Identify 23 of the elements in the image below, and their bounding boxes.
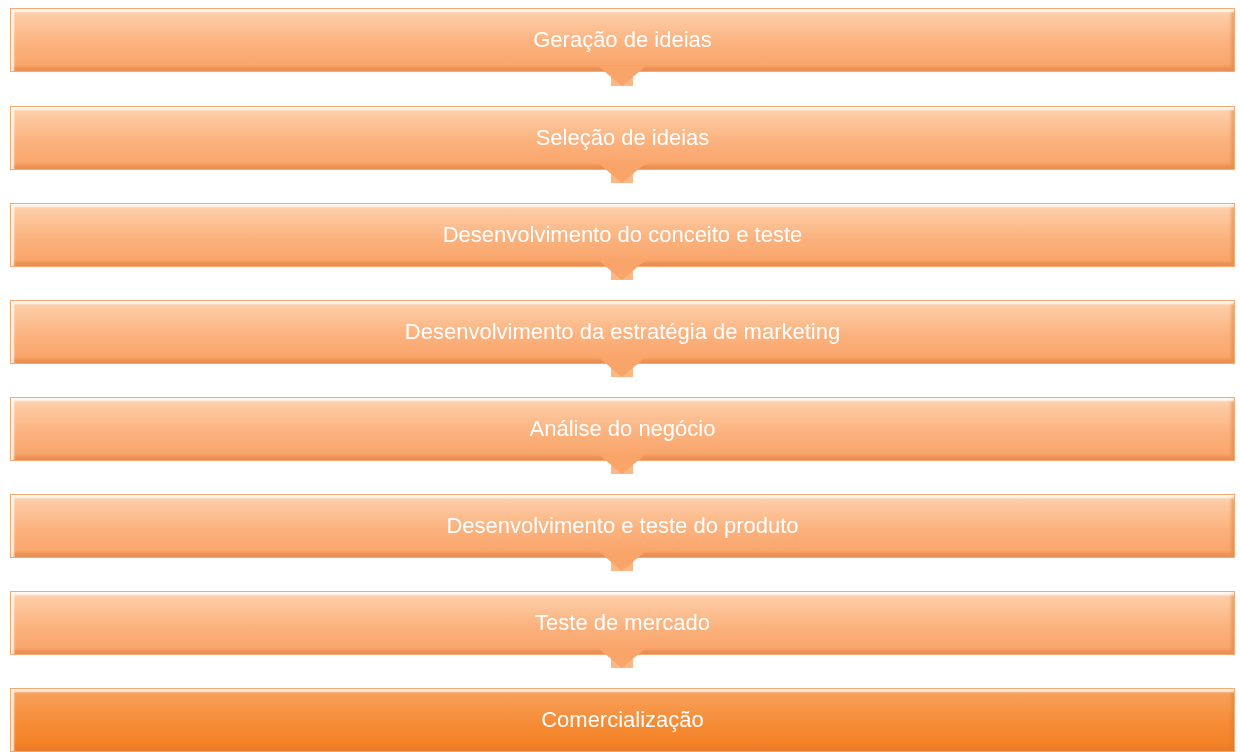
step-label: Comercialização [541, 707, 704, 733]
process-bar [10, 300, 1235, 364]
arrow [598, 551, 646, 571]
process-bar [10, 397, 1235, 461]
step-label: Seleção de ideias [535, 125, 710, 151]
arrow [598, 260, 646, 280]
arrow [598, 66, 646, 86]
step-label: Desenvolvimento da estratégia de marketing [404, 319, 841, 345]
step-label: Desenvolvimento e teste do produto [446, 513, 799, 539]
process-bar [10, 106, 1235, 170]
process-bar [10, 494, 1235, 558]
arrow [598, 648, 646, 668]
process-bar [10, 688, 1235, 752]
step-label: Teste de mercado [535, 610, 710, 636]
process-bar [10, 8, 1235, 72]
step-label: Desenvolvimento do conceito e teste [442, 222, 803, 248]
process-bar [10, 591, 1235, 655]
step-label: Análise do negócio [529, 416, 716, 442]
arrow [598, 163, 646, 183]
step-label: Geração de ideias [533, 27, 712, 53]
process-bar [10, 203, 1235, 267]
arrow [598, 357, 646, 377]
arrow [598, 454, 646, 474]
